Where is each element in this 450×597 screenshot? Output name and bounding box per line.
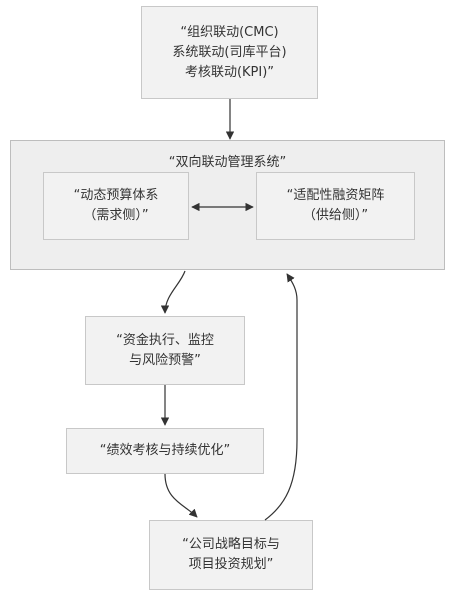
execution-node: “资金执行、监控 与风险预警”	[85, 316, 245, 385]
linkage-line-2: 系统联动(司库平台)	[172, 44, 287, 60]
management-system-title: “双向联动管理系统”	[168, 155, 287, 170]
execution-line-1: “资金执行、监控	[116, 332, 214, 348]
budget-line-2: （需求侧）”	[83, 208, 149, 223]
strategy-node: “公司战略目标与 项目投资规划”	[149, 520, 313, 590]
strategy-line-2: 项目投资规划”	[188, 557, 274, 572]
evaluation-label: “绩效考核与持续优化”	[99, 443, 231, 458]
linkage-line-3: 考核联动(KPI)”	[184, 64, 275, 80]
linkage-node: “组织联动(CMC) 系统联动(司库平台) 考核联动(KPI)”	[141, 6, 318, 99]
financing-line-1: “适配性融资矩阵	[286, 188, 385, 203]
budget-node: “动态预算体系 （需求侧）”	[43, 172, 189, 240]
linkage-line-1: “组织联动(CMC)	[180, 24, 279, 40]
edge-system-to-execution	[160, 270, 186, 314]
edge-evaluation-to-strategy	[164, 473, 198, 518]
execution-line-2: 与风险预警”	[129, 352, 201, 368]
budget-line-1: “动态预算体系	[73, 188, 159, 203]
financing-node: “适配性融资矩阵 （供给侧）”	[256, 172, 415, 240]
strategy-line-1: “公司战略目标与	[182, 537, 280, 552]
evaluation-node: “绩效考核与持续优化”	[66, 428, 264, 474]
edge-strategy-to-system	[264, 273, 298, 521]
financing-line-2: （供给侧）”	[302, 208, 369, 223]
